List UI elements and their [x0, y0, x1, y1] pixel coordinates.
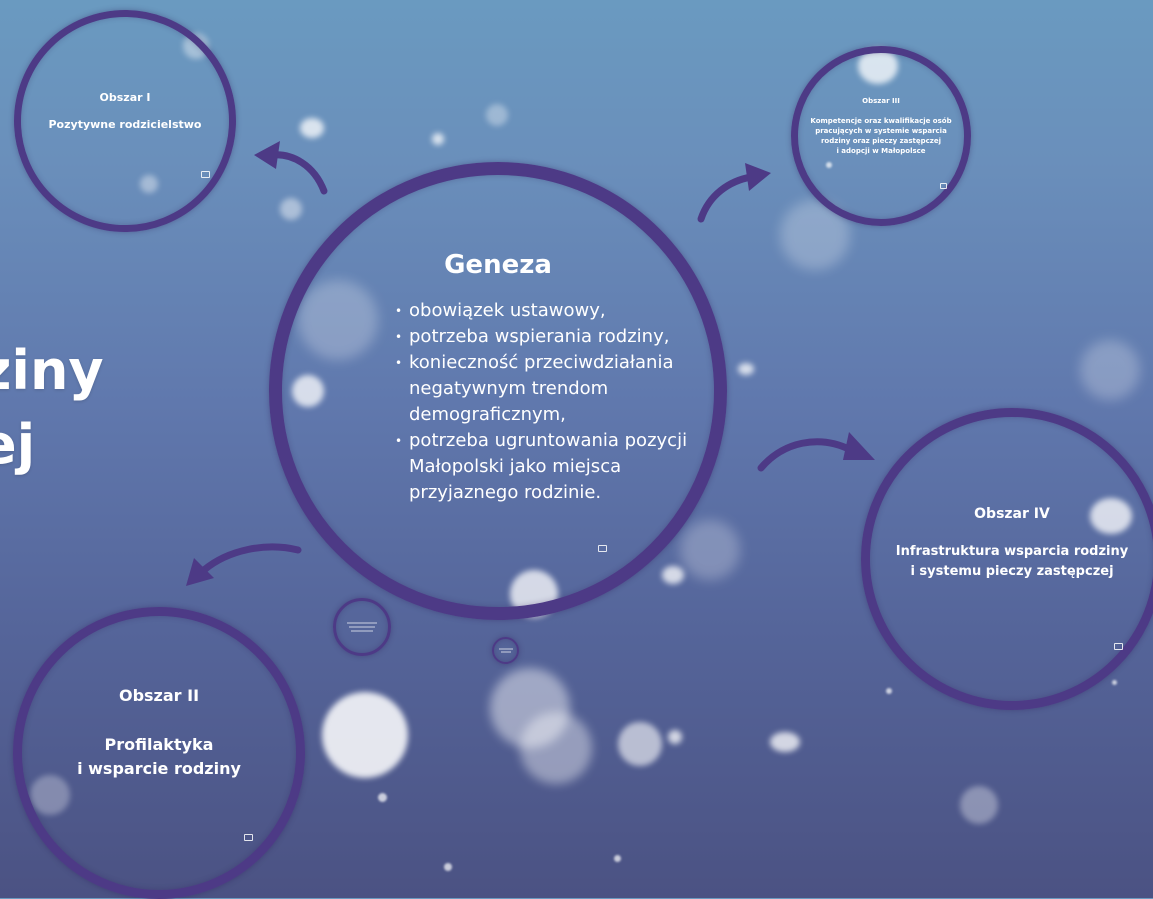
geneza-list: obowiązek ustawowy, potrzeba wspierania …	[395, 298, 695, 506]
thumbnail-content	[498, 648, 513, 652]
circle-obszar-3[interactable]: Obszar III Kompetencje oraz kwalifikacje…	[791, 46, 971, 226]
presentation-frame-icon[interactable]	[940, 183, 947, 189]
arrow-to-obszar-3	[697, 163, 771, 223]
obszar-1-subtitle: Pozytywne rodzicielstwo	[48, 118, 202, 131]
arrow-to-obszar-4	[757, 432, 875, 472]
geneza-item: obowiązek ustawowy,	[395, 298, 695, 324]
geneza-item: potrzeba ugruntowania pozycji Małopolski…	[395, 428, 695, 506]
presentation-frame-icon[interactable]	[598, 545, 607, 552]
obszar-2-title: Obszar II	[118, 685, 200, 705]
arrow-to-obszar-2	[186, 543, 302, 586]
geneza-item: konieczność przeciwdziałania negatywnym …	[395, 350, 695, 428]
center-circle-geneza[interactable]: Geneza obowiązek ustawowy, potrzeba wspi…	[269, 162, 727, 620]
presentation-frame-icon[interactable]	[244, 834, 253, 841]
circle-obszar-1[interactable]: Obszar I Pozytywne rodzicielstwo	[14, 10, 236, 232]
obszar-2-subtitle: Profilaktyka i wsparcie rodziny	[77, 734, 241, 778]
geneza-item: potrzeba wspierania rodziny,	[395, 324, 695, 350]
circle-obszar-4[interactable]: Obszar IV Infrastruktura wsparcia rodzin…	[861, 408, 1153, 710]
obszar-3-subtitle: Kompetencje oraz kwalifikacje osób pracu…	[810, 116, 952, 155]
arrow-to-obszar-1	[254, 141, 328, 195]
thumbnail-content	[347, 622, 377, 632]
obszar-4-subtitle: Infrastruktura wsparcia rodziny i system…	[895, 544, 1129, 579]
circle-obszar-2[interactable]: Obszar II Profilaktyka i wsparcie rodzin…	[13, 607, 305, 899]
thumbnail-frame-1[interactable]	[333, 598, 391, 656]
obszar-1-title: Obszar I	[99, 91, 151, 104]
geneza-title: Geneza	[444, 250, 552, 280]
presentation-frame-icon[interactable]	[201, 171, 210, 178]
thumbnail-frame-2[interactable]	[492, 637, 519, 664]
background-title: ziny ej	[0, 334, 104, 482]
obszar-3-title: Obszar III	[862, 96, 900, 105]
background-title-line1: ziny	[0, 339, 104, 402]
background-title-line2: ej	[0, 413, 36, 476]
obszar-4-title: Obszar IV	[974, 506, 1050, 522]
presentation-frame-icon[interactable]	[1114, 643, 1123, 650]
